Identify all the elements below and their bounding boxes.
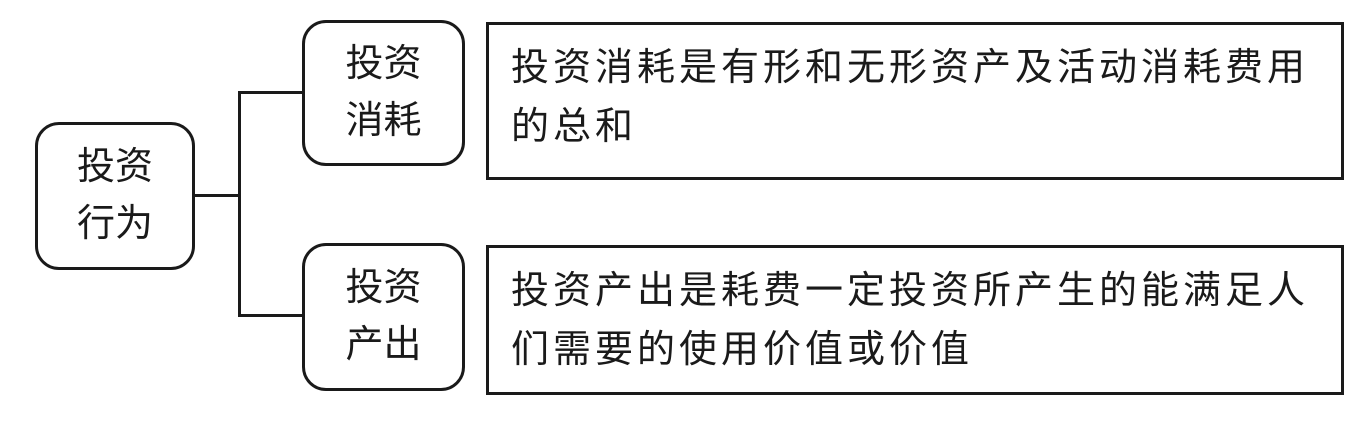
description-box-investment-output: 投资产出是耗费一定投资所产生的能满足人们需要的使用价值或价值 bbox=[486, 245, 1344, 395]
branch-node-output-line2: 产出 bbox=[345, 324, 422, 366]
branch-node-output-line1: 投资 bbox=[345, 267, 422, 309]
connector-bottom-branch-stub bbox=[238, 314, 302, 317]
branch-node-consumption-line2: 消耗 bbox=[345, 100, 422, 142]
connector-vertical-branch bbox=[238, 91, 241, 317]
description-box-investment-consumption: 投资消耗是有形和无形资产及活动消耗费用的总和 bbox=[486, 22, 1344, 180]
root-node-investment-behavior: 投资 行为 bbox=[35, 122, 195, 270]
connector-top-branch-stub bbox=[238, 91, 302, 94]
description-text-consumption: 投资消耗是有形和无形资产及活动消耗费用的总和 bbox=[511, 47, 1310, 148]
branch-node-consumption-line1: 投资 bbox=[345, 43, 422, 85]
connector-root-stub bbox=[195, 194, 238, 197]
root-node-label-line1: 投资 bbox=[76, 146, 153, 188]
branch-node-investment-consumption: 投资 消耗 bbox=[302, 20, 465, 166]
root-node-label-line2: 行为 bbox=[76, 203, 153, 245]
description-text-output: 投资产出是耗费一定投资所产生的能满足人们需要的使用价值或价值 bbox=[511, 270, 1310, 371]
branch-node-investment-output: 投资 产出 bbox=[302, 243, 465, 391]
